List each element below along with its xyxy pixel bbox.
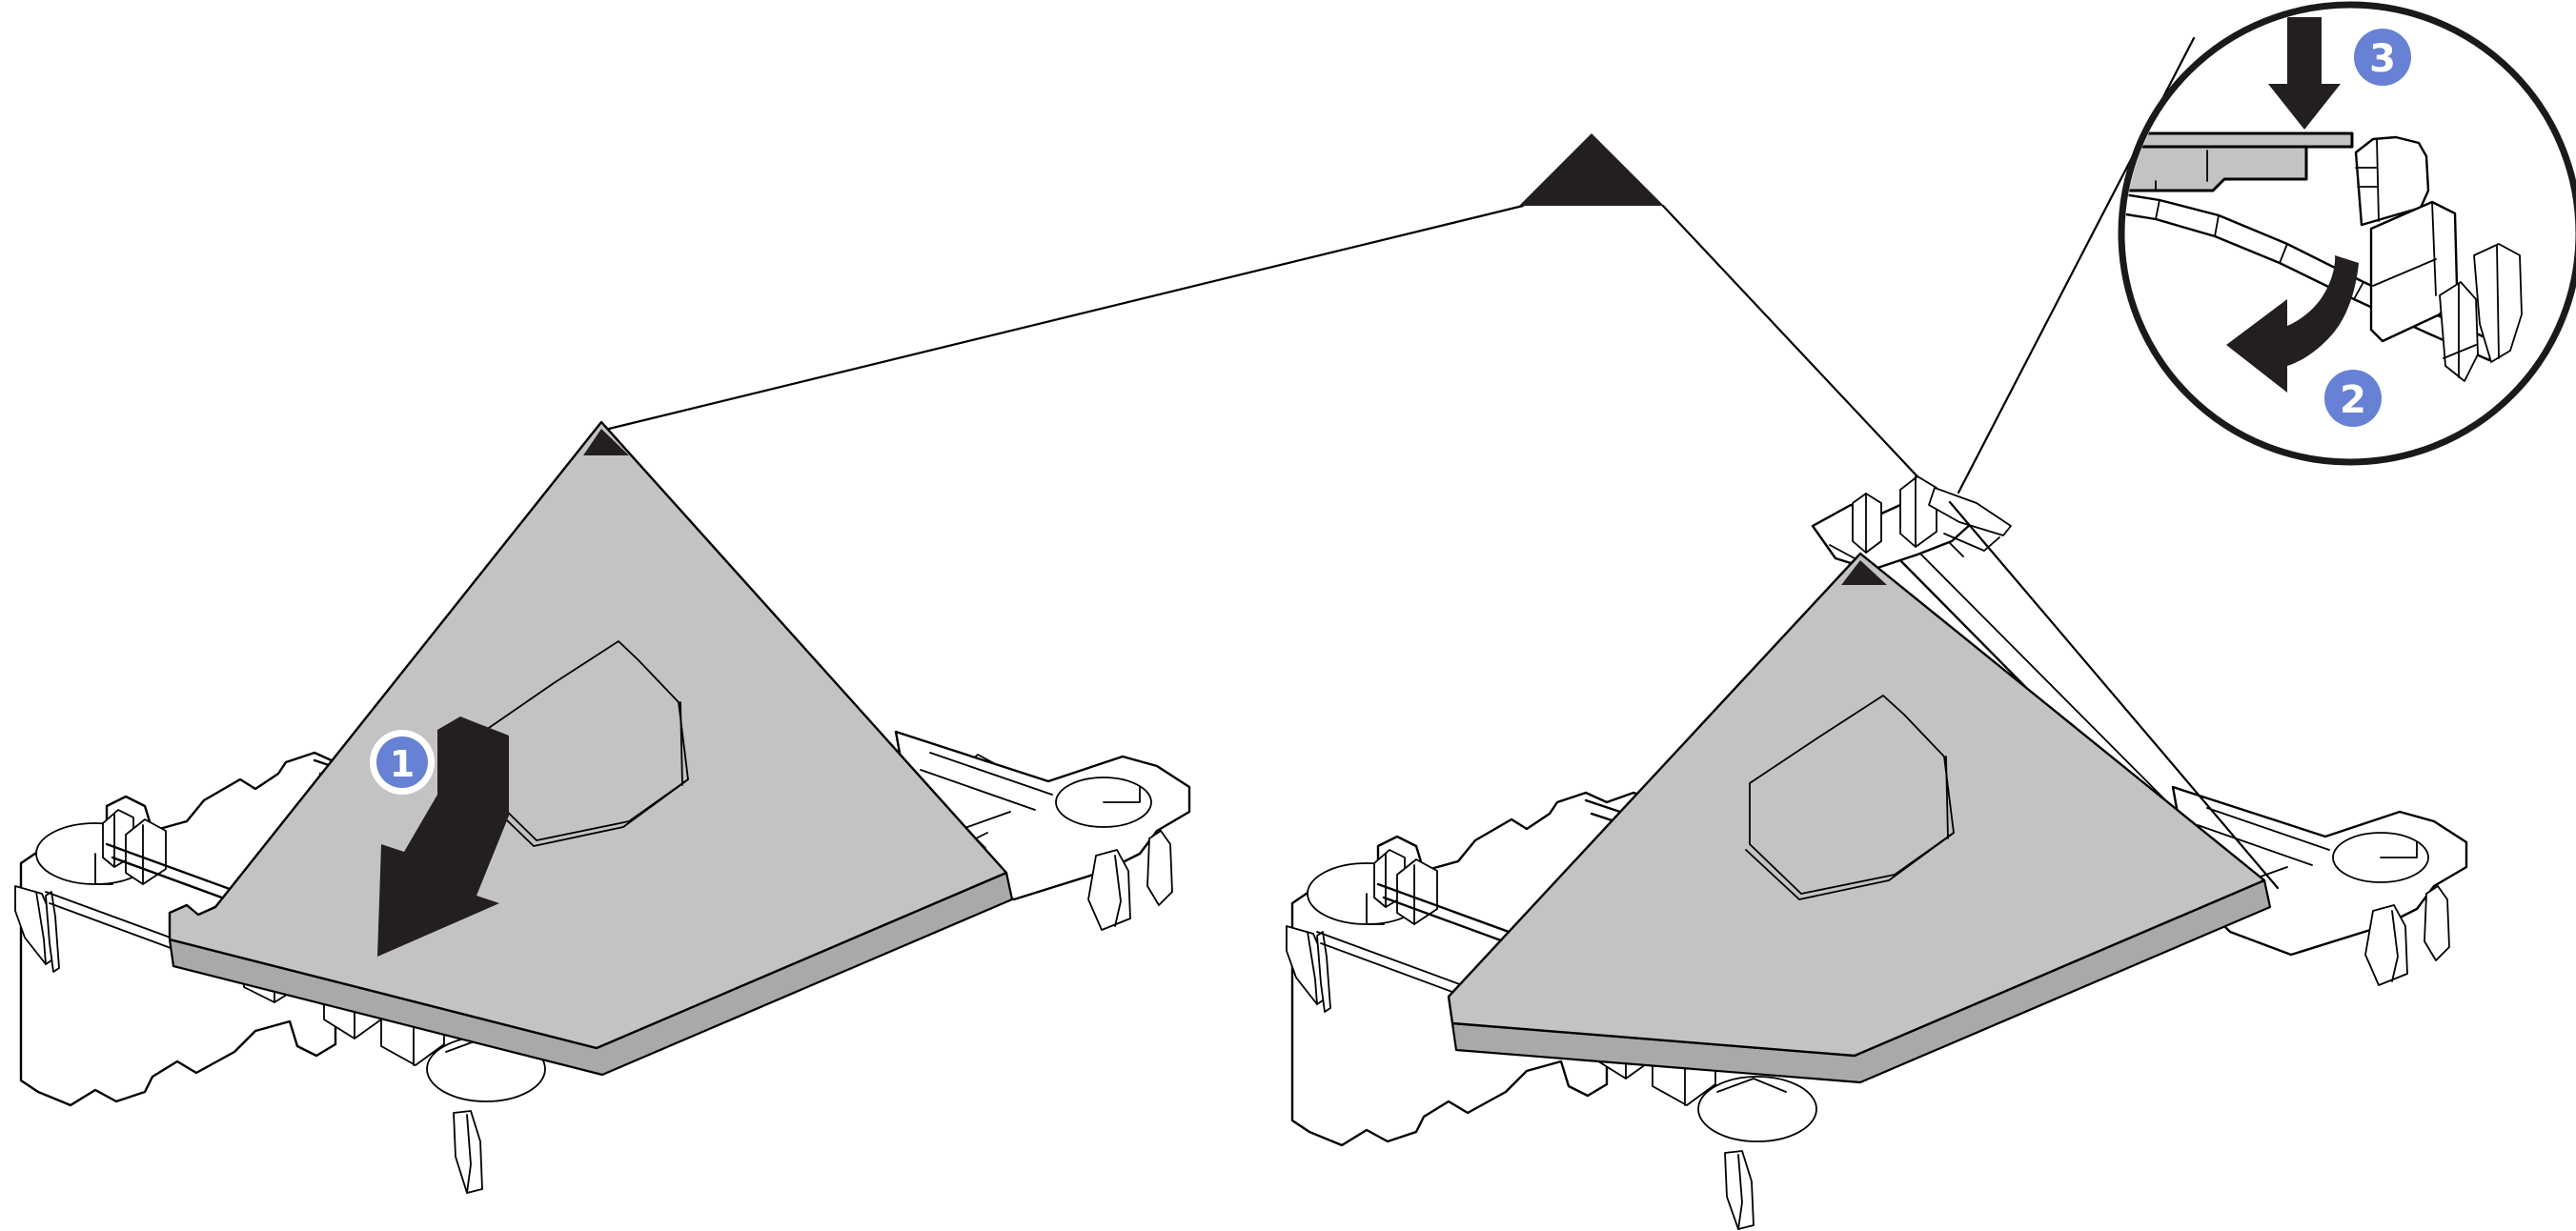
carrier-hole-left-key xyxy=(94,853,113,885)
processor-left-die-edge-2 xyxy=(679,701,683,786)
carrier-top-post-b xyxy=(1899,475,1937,548)
callout-3-label: 3 xyxy=(2369,37,2396,81)
carrier-tab-bottom-right-asm xyxy=(1724,1150,1755,1230)
carrier-right-hole-key xyxy=(1103,786,1141,803)
carrier-hole-left-key-right-asm xyxy=(1366,893,1385,925)
processor-left-edge-notch xyxy=(975,832,988,849)
callout-1-label: 1 xyxy=(390,743,415,785)
inset-retaining-clip-seam xyxy=(2376,138,2380,222)
inset-clip-prong-a-seam xyxy=(2496,245,2500,359)
processor-left-die-outline xyxy=(485,640,689,841)
orientation-triangle-large xyxy=(1519,133,1664,206)
carrier-tab-bottom-crease-right-asm xyxy=(1737,1154,1743,1230)
leader-left-to-triangle xyxy=(607,204,1525,431)
inset-carrier-arm-seg-5 xyxy=(2353,281,2364,300)
carrier-right-hook-right-asm xyxy=(2364,904,2408,986)
callout-2[interactable]: 2 xyxy=(2324,370,2382,427)
carrier-tab-left-crease-right-asm xyxy=(1307,931,1318,1005)
detail-inset-circle: 3 2 xyxy=(2078,1,2576,466)
callout-2-label: 2 xyxy=(2340,378,2366,422)
left-assembly: 1 xyxy=(14,420,1191,1194)
arrow-press xyxy=(2268,17,2341,130)
inset-retaining-clip-body xyxy=(2354,135,2430,227)
inset-clip-prong-tip xyxy=(2443,344,2477,359)
inset-carrier-arm-seg-4 xyxy=(2279,243,2288,264)
carrier-right-hole-key-right-asm xyxy=(2380,841,2418,858)
carrier-right-hook-crease xyxy=(1114,855,1122,927)
carrier-right-prong-right-asm xyxy=(2424,885,2450,961)
processor-left-top-face xyxy=(168,420,1008,1050)
inset-processor-lip xyxy=(2078,179,2112,192)
carrier-hole-right-key-right-asm xyxy=(1716,1078,1787,1093)
carrier-mounting-hole-right-right-asm xyxy=(1697,1076,1817,1142)
carrier-right-inner-rail-b-right-asm xyxy=(2197,824,2313,866)
arrow-insert xyxy=(377,716,509,957)
carrier-tab-left-inner xyxy=(45,891,60,973)
leader-line-group xyxy=(607,204,1946,507)
carrier-top-clip-arm xyxy=(1928,487,2012,536)
carrier-post-back-b xyxy=(125,818,167,885)
carrier-tab-bottom-crease xyxy=(466,1114,472,1194)
carrier-tab-left-crease xyxy=(35,891,47,965)
leader-bottom-to-inset xyxy=(1948,500,2280,890)
right-assembly xyxy=(1286,475,2468,1230)
inset-processor-slab xyxy=(2125,131,2354,149)
inset-carrier-arm-seg-2 xyxy=(2155,199,2160,220)
carrier-right-inner-rail-a-right-asm xyxy=(2206,807,2330,851)
detail-inset-contents: 3 2 xyxy=(2078,17,2523,427)
carrier-top-post-a xyxy=(1852,493,1882,554)
inset-retaining-clip-lower-seam xyxy=(2431,201,2437,296)
callout-2-disc xyxy=(2324,370,2382,427)
orientation-triangle-processor-right xyxy=(1841,560,1887,585)
arrow-rotate xyxy=(2226,255,2359,393)
carrier-tab-left-inner-right-asm xyxy=(1316,931,1331,1013)
inset-carrier-arm-seg-3 xyxy=(2214,214,2220,237)
inset-retaining-clip-lower-seam-2 xyxy=(2372,258,2437,287)
carrier-top-clip-detail xyxy=(1943,533,2000,552)
carrier-right-inner-rail-a xyxy=(929,752,1053,796)
processor-right-die-edge-2 xyxy=(1945,756,1949,839)
carrier-right-inner-rail-b xyxy=(920,769,1036,811)
carrier-right-prong xyxy=(1146,830,1173,906)
carrier-right-hook xyxy=(1087,849,1131,931)
callout-3[interactable]: 3 xyxy=(2354,29,2411,86)
processor-right-top-face xyxy=(1447,552,2266,1058)
carrier-top-clip-detail-2 xyxy=(1949,542,1964,557)
carrier-tab-bottom xyxy=(453,1110,483,1194)
callout-1-disc xyxy=(376,737,428,788)
carrier-post-back-b-right-asm xyxy=(1396,858,1438,925)
leader-right-to-triangle xyxy=(1661,204,1946,507)
callout-3-disc xyxy=(2354,29,2411,86)
processor-right xyxy=(1447,552,2272,1084)
carrier-right-hook-crease-right-asm xyxy=(2391,910,2399,982)
processor-right-die-outline xyxy=(1749,695,1955,895)
callout-1[interactable]: 1 xyxy=(370,730,435,795)
orientation-triangle-processor-left xyxy=(583,429,629,455)
processor-left xyxy=(168,420,1014,1077)
